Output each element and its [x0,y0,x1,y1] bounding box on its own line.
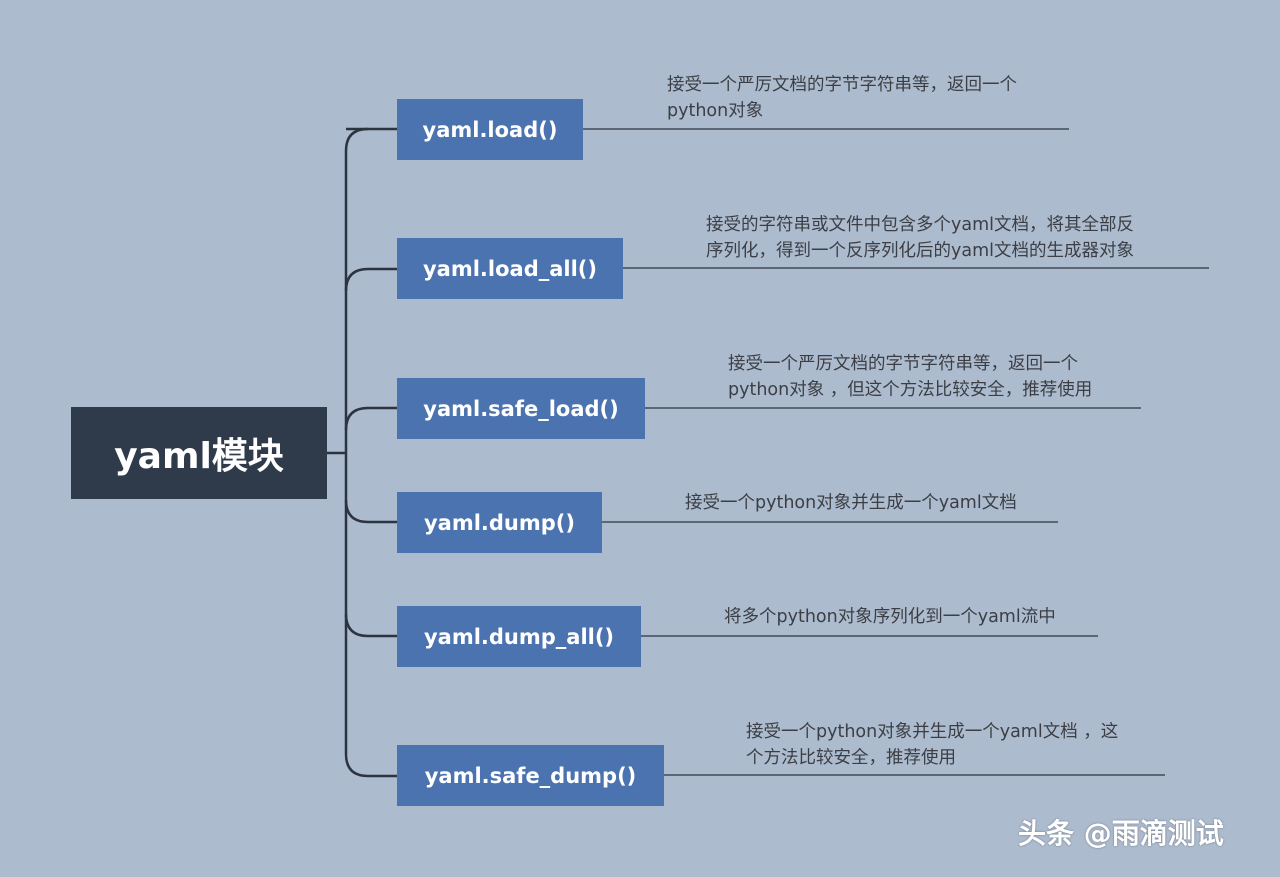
branch-description-6: 接受一个python对象并生成一个yaml文档 ，这 个方法比较安全，推荐使用 [746,722,1119,768]
branch-description-2: 接受的字符串或文件中包含多个yaml文档，将其全部反 序列化，得到一个反序列化后… [706,215,1134,261]
branch-connector-4 [344,499,398,524]
trunk-line [344,127,369,778]
branch-description-3: 接受一个严厉文档的字节字符串等，返回一个 python对象 ，但这个方法比较安全… [728,354,1093,400]
branch-topic-yaml-load-all[interactable]: yaml.load_all() [397,238,623,299]
branch-description-5: 将多个python对象序列化到一个yaml流中 [724,607,1056,627]
branch-topic-yaml-safe-load[interactable]: yaml.safe_load() [397,378,645,439]
branch-topic-label: yaml.safe_dump() [424,763,637,788]
branch-topic-yaml-safe-dump[interactable]: yaml.safe_dump() [397,745,664,806]
branch-topic-label: yaml.dump_all() [423,624,615,649]
branch-topic-yaml-dump[interactable]: yaml.dump() [397,492,602,553]
root-topic-label: yaml模块 [114,436,284,477]
branch-description-1: 接受一个严厉文档的字节字符串等，返回一个 python对象 [667,75,1017,121]
root-topic[interactable]: yaml模块 [71,407,327,499]
branch-topic-yaml-load[interactable]: yaml.load() [397,99,583,160]
branch-topic-yaml-dump-all[interactable]: yaml.dump_all() [397,606,641,667]
branch-topic-label: yaml.dump() [423,510,575,535]
branch-description-4: 接受一个python对象并生成一个yaml文档 [685,493,1017,513]
branch-topic-label: yaml.load_all() [422,256,597,281]
branch-topic-label: yaml.safe_load() [423,396,619,421]
watermark-text: 头条 @雨滴测试 [1018,817,1224,850]
branch-connector-2 [344,267,398,292]
branch-connector-5 [344,613,398,638]
branch-connector-3 [344,406,398,431]
branch-topic-label: yaml.load() [422,117,558,142]
